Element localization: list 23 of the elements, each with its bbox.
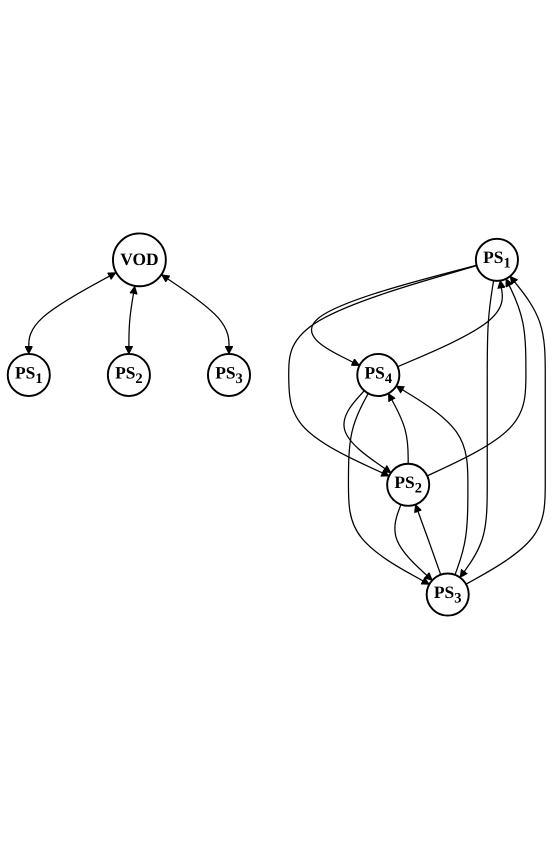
arrow bbox=[24, 272, 116, 354]
node-circle: PS$_{3}$ bbox=[206, 352, 251, 397]
node-circle: PS$_{3}$ bbox=[426, 572, 470, 617]
node-circle: PS$_{1}$ bbox=[6, 352, 51, 397]
arrow bbox=[348, 393, 430, 585]
node-circle: PS$_{2}$ bbox=[106, 352, 151, 397]
node-circle: VOD bbox=[112, 232, 167, 288]
arrow bbox=[288, 265, 477, 477]
arrow bbox=[396, 386, 469, 576]
arrow bbox=[161, 274, 234, 354]
arrow bbox=[124, 286, 138, 354]
arrow bbox=[310, 264, 477, 366]
node-circle: PS$_{2}$ bbox=[386, 462, 430, 507]
node-circle: PS$_{4}$ bbox=[356, 352, 400, 397]
node-circle: PS$_{1}$ bbox=[474, 238, 519, 282]
arrow bbox=[343, 390, 392, 474]
arrow bbox=[394, 504, 433, 581]
arrow bbox=[414, 504, 442, 575]
arrow bbox=[460, 280, 494, 578]
arrow bbox=[388, 393, 409, 464]
arrow bbox=[397, 280, 506, 368]
arrow bbox=[466, 276, 546, 585]
arrow bbox=[426, 278, 527, 476]
